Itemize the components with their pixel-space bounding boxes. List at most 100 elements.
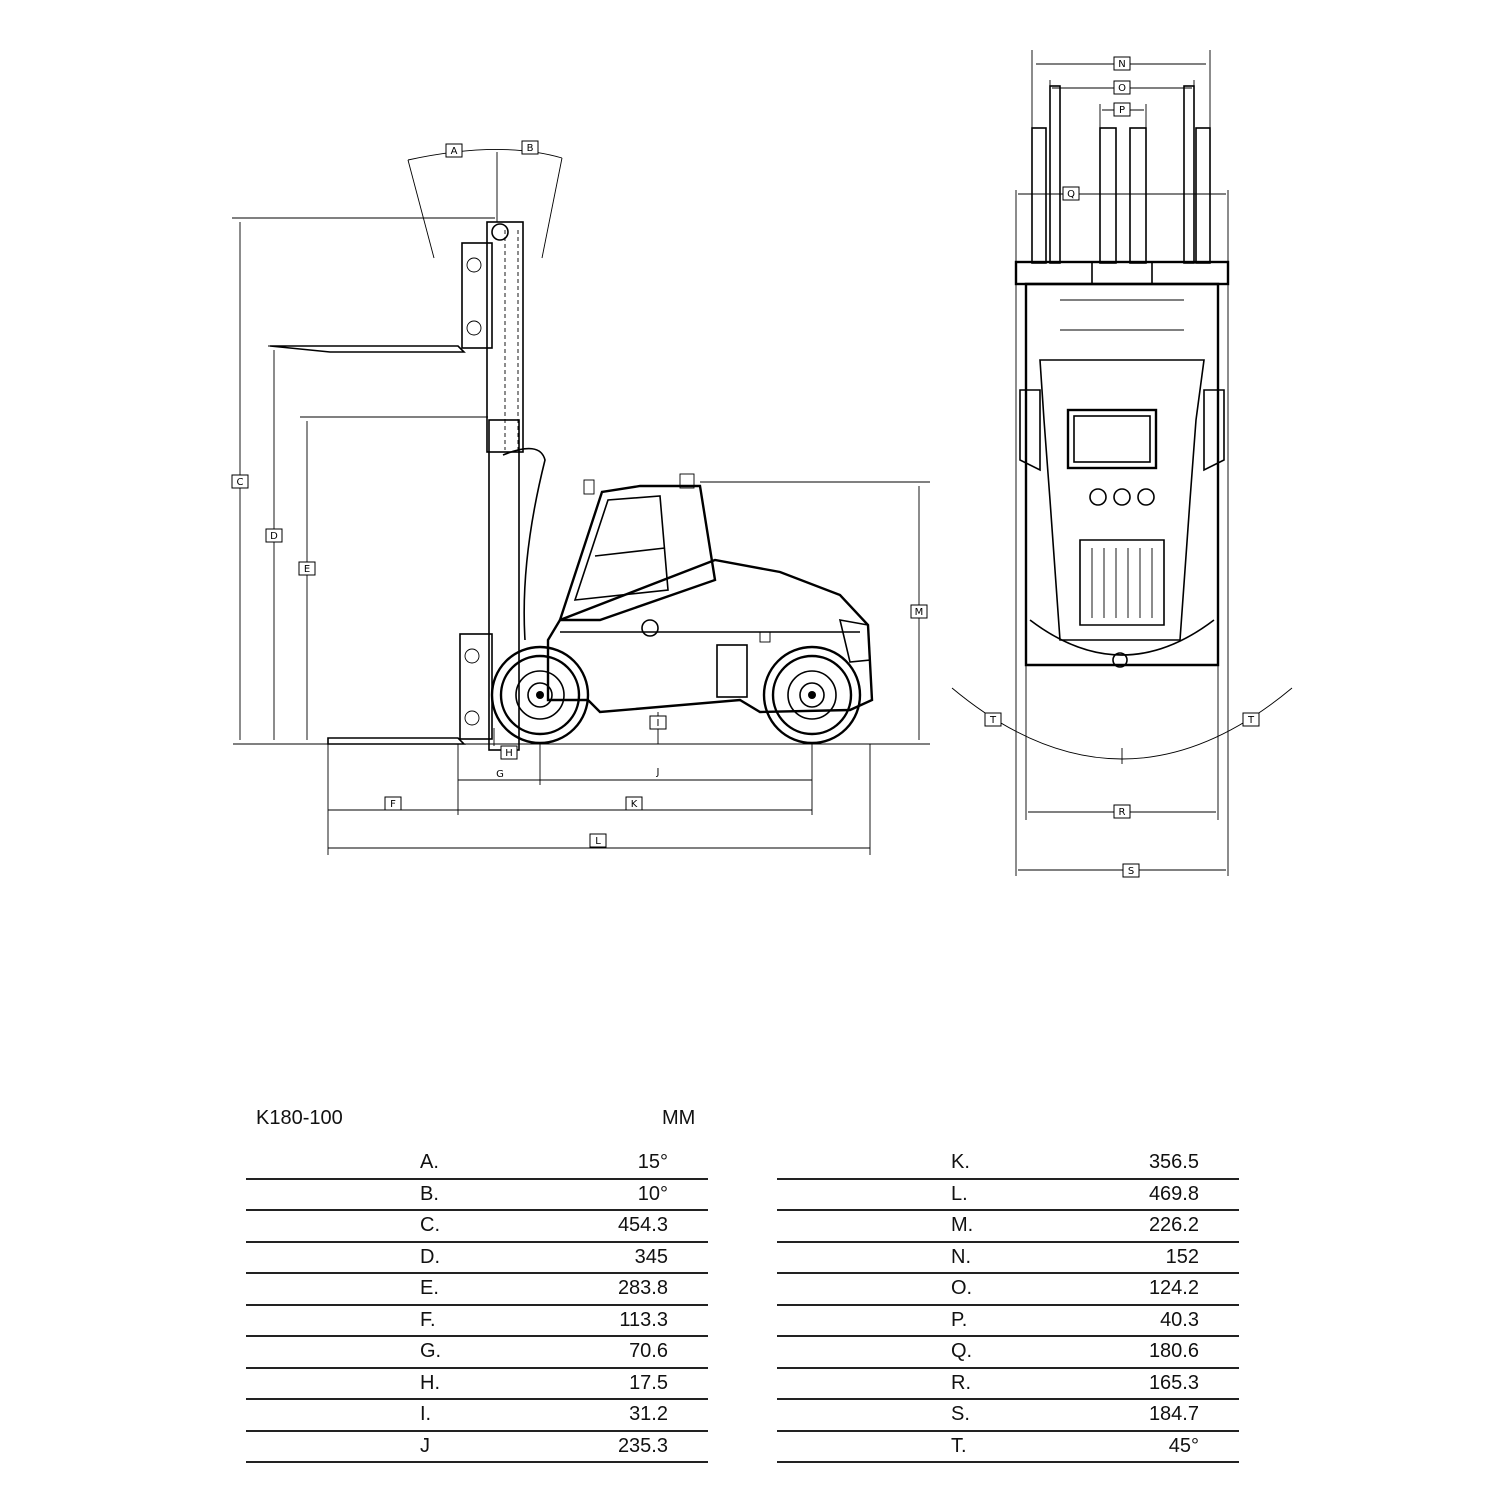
dimension-value: 10°: [637, 1182, 668, 1205]
table-row: H.17.5: [246, 1369, 708, 1400]
dimension-value: 469.8: [1148, 1182, 1199, 1205]
svg-text:S: S: [1128, 866, 1134, 877]
table-row: E. 283.8: [246, 1274, 708, 1306]
table-row: I. 31.2: [246, 1400, 708, 1432]
dimension-value: 235.3: [617, 1434, 668, 1457]
svg-text:B: B: [527, 143, 534, 154]
unit-label: MM: [662, 1107, 696, 1129]
table-row: L. 469.8: [777, 1180, 1239, 1211]
dimension-key: K.: [951, 1151, 970, 1173]
table-row: M.226.2: [777, 1211, 1239, 1243]
svg-text:N: N: [1118, 59, 1125, 70]
dim-tag-m: M: [910, 604, 928, 619]
dimension-value: 283.8: [617, 1277, 668, 1299]
dimension-key: N.: [951, 1245, 971, 1268]
dim-tag-j: J: [656, 767, 660, 778]
dimension-key: C.: [420, 1214, 440, 1236]
svg-text:I: I: [657, 718, 660, 729]
dimension-value: 165.3: [1148, 1371, 1199, 1394]
dimension-value: 180.6: [1148, 1340, 1199, 1362]
dim-tag-c: C: [231, 474, 249, 489]
dimension-key: M.: [951, 1214, 974, 1236]
dim-tag-t-right: T: [1242, 712, 1260, 727]
svg-text:L: L: [595, 836, 601, 847]
svg-text:M: M: [915, 607, 924, 618]
side-view: [232, 149, 930, 855]
dim-tag-g: G: [496, 769, 504, 780]
front-wheel: [490, 645, 590, 745]
dimension-key: J: [420, 1434, 430, 1457]
table-row: G.70.6: [246, 1337, 708, 1369]
dimension-value: 17.5: [629, 1371, 668, 1394]
table-row: B.10°: [246, 1180, 708, 1211]
dim-tag-i: I: [649, 715, 667, 730]
table-row: T.45°: [777, 1432, 1239, 1463]
svg-text:Q: Q: [1067, 189, 1075, 200]
side-view-tags: A B C D E M H I G J F K L: [231, 140, 928, 848]
dim-tag-o: O: [1113, 80, 1131, 95]
dimension-value: 70.6: [629, 1340, 668, 1362]
dim-tag-r: R: [1113, 804, 1131, 819]
dimension-value: 31.2: [629, 1403, 668, 1425]
forklift-dimension-drawing: A B C D E M H I G J F K L: [231, 50, 1293, 878]
front-view: [951, 50, 1293, 876]
dimension-value: 152: [1165, 1245, 1199, 1268]
svg-text:T: T: [1247, 715, 1255, 726]
chassis-body: [546, 558, 874, 714]
dim-tag-n: N: [1113, 56, 1131, 71]
dim-tag-q: Q: [1062, 186, 1080, 201]
svg-text:F: F: [390, 799, 396, 810]
dim-tag-a: A: [445, 143, 463, 158]
dimension-key: T.: [951, 1434, 967, 1457]
svg-text:C: C: [237, 477, 244, 488]
model-title: K180-100: [256, 1107, 343, 1129]
dimension-key: O.: [951, 1277, 973, 1299]
dimension-key: E.: [420, 1277, 439, 1299]
dimension-value: 124.2: [1148, 1277, 1199, 1299]
dim-tag-h: H: [500, 745, 518, 760]
dimension-value: 113.3: [619, 1308, 668, 1331]
svg-text:G: G: [496, 769, 504, 780]
table-row: K. 356.5: [777, 1148, 1239, 1180]
dimension-value: 40.3: [1160, 1308, 1199, 1331]
table-row: N. 152: [777, 1243, 1239, 1274]
table-row: D. 345: [246, 1243, 708, 1274]
table-row: F. 113.3: [246, 1306, 708, 1337]
dimension-key: P.: [951, 1308, 968, 1331]
dimension-key: R.: [951, 1371, 971, 1394]
svg-text:R: R: [1119, 807, 1126, 818]
svg-text:H: H: [505, 748, 513, 759]
dim-tag-f: F: [384, 796, 402, 811]
svg-text:A: A: [451, 146, 458, 157]
table-row: J 235.3: [246, 1432, 708, 1463]
dim-tag-s: S: [1122, 863, 1140, 878]
svg-text:P: P: [1119, 105, 1125, 116]
dim-tag-k: K: [625, 796, 643, 811]
rear-wheel: [762, 645, 862, 745]
dimension-value: 356.5: [1148, 1151, 1199, 1173]
svg-text:O: O: [1118, 83, 1126, 94]
dim-tag-l: L: [589, 833, 607, 848]
table-row: O. 124.2: [777, 1274, 1239, 1306]
svg-text:K: K: [631, 799, 638, 810]
dimension-key: F.: [420, 1308, 436, 1331]
dim-tag-t-left: T: [984, 712, 1002, 727]
svg-text:D: D: [270, 531, 278, 542]
dimension-key: D.: [420, 1245, 440, 1268]
dim-tag-p: P: [1113, 102, 1131, 117]
dimension-key: A.: [420, 1151, 439, 1173]
dim-tag-b: B: [521, 140, 539, 155]
svg-text:T: T: [989, 715, 997, 726]
table-row: A. 15°: [246, 1148, 708, 1180]
dimension-key: L.: [951, 1182, 968, 1205]
dimension-value: 15°: [637, 1151, 668, 1173]
raised-carriage: [269, 242, 493, 353]
lowered-carriage: [327, 633, 493, 745]
dimension-key: I.: [420, 1403, 432, 1425]
dimension-value: 345: [634, 1245, 668, 1268]
operator-cab: [558, 473, 717, 622]
svg-text:J: J: [656, 767, 660, 778]
dimension-key: S.: [951, 1403, 970, 1425]
